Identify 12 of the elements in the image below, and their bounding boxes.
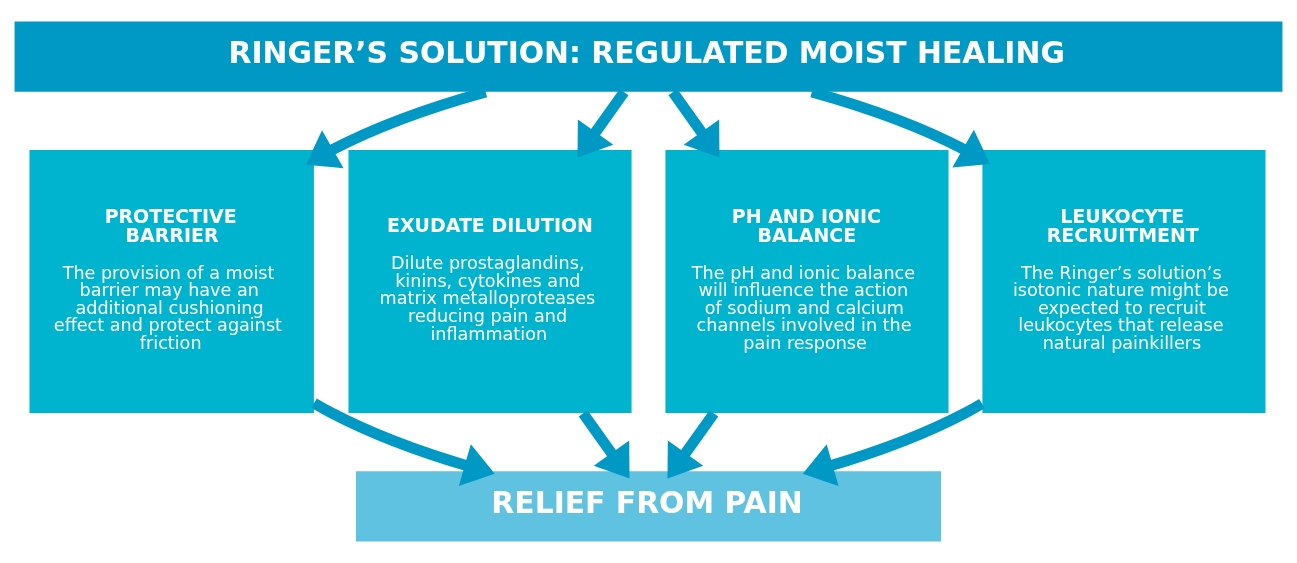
node-box: RINGER’S SOLUTION: REGULATED MOIST HEALING [14,21,1283,92]
node-box: LEUKOCYTE RECRUITMENT The Ringer’s solution’s isotonic nature might be expected to recruit leukocytes that release natural painkillers [982,150,1266,413]
arrow [802,398,985,487]
arrow [667,410,719,479]
node-box: PROTECTIVE BARRIER The provision of a moist barrier may have an additional cushioning effect and protect against friction [29,150,314,413]
node-box: RELIEF FROM PAIN [355,471,942,542]
node-box: PH AND IONIC BALANCE The pH and ionic balance will influence the action of sodium and calcium channels involved in the pain response [665,150,949,413]
arrow [577,89,629,158]
arrow [668,89,720,158]
arrow [311,398,495,487]
node-box: EXUDATE DILUTION Dilute prostaglandins, kinins, cytokines and matrix metalloproteases reducing pain and inflammation [348,150,632,413]
arrow [578,410,630,479]
